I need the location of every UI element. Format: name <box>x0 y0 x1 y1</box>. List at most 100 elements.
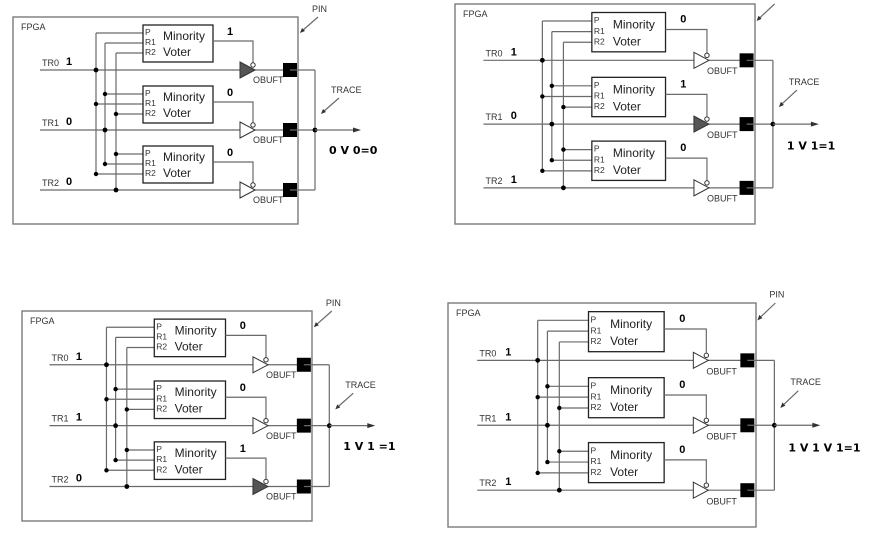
enable-bubble-icon <box>704 180 710 186</box>
port-r2: R2 <box>594 101 605 111</box>
enable-bubble-icon <box>250 122 256 128</box>
tr-name-1: TR1 <box>479 413 496 423</box>
voter-output-value-1: 1 <box>680 78 686 90</box>
junction-dot <box>124 447 130 453</box>
junction-dot <box>113 386 118 392</box>
voter-label-voter: Voter <box>163 106 191 120</box>
tr-name-1: TR1 <box>486 112 503 122</box>
pin-pad-0 <box>740 353 755 368</box>
junction-dot <box>545 384 550 389</box>
minority-voter-1 <box>591 76 667 118</box>
port-r1: R1 <box>590 325 601 335</box>
voter-label-voter: Voter <box>175 340 203 354</box>
tr-value-0: 1 <box>511 46 517 58</box>
voter-output-wire <box>665 157 708 182</box>
junction-dot <box>549 158 555 163</box>
tr-value-0: 1 <box>505 346 511 358</box>
obuft-icon <box>252 416 270 435</box>
enable-bubble-icon <box>250 182 256 188</box>
junction-dot <box>535 394 540 400</box>
port-r1: R1 <box>145 158 156 168</box>
obuft-label: OBUFT <box>253 195 284 205</box>
result-equation: 1 V 1 =1 <box>343 440 395 453</box>
obuft-label: OBUFT <box>706 431 737 441</box>
obuft-label: OBUFT <box>266 370 297 380</box>
voter-label-voter: Voter <box>175 401 203 415</box>
obuft-icon <box>692 351 710 370</box>
pin-arrow-icon <box>756 15 762 22</box>
pin-label: PIN <box>769 0 784 1</box>
junction-dot <box>535 470 540 476</box>
voter-label-minority: Minority <box>163 150 205 164</box>
port-p: P <box>145 88 151 98</box>
voter-label-minority: Minority <box>163 90 205 104</box>
tr-value-1: 1 <box>76 412 82 424</box>
obuft-label: OBUFT <box>707 194 738 204</box>
port-r1: R1 <box>594 91 605 101</box>
arrow-head-icon <box>367 423 376 429</box>
junction-dot <box>539 57 545 63</box>
obuft-icon <box>239 181 257 199</box>
junction-dot <box>561 147 566 152</box>
voter-output-wire <box>665 93 708 119</box>
junction-dot <box>540 94 545 99</box>
voter-label-voter: Voter <box>613 34 641 48</box>
voter-output-wire <box>213 161 254 184</box>
pin-arrow-icon <box>313 322 319 328</box>
voter-output-value-0: 0 <box>680 14 686 26</box>
junction-dot <box>102 161 108 167</box>
voter-output-wire <box>664 394 707 420</box>
obuft-label: OBUFT <box>706 366 737 376</box>
minority-voter-1 <box>142 85 214 124</box>
port-r2: R2 <box>145 168 156 178</box>
port-r2: R2 <box>594 165 605 175</box>
tr-value-0: 1 <box>66 56 72 68</box>
voter-label-minority: Minority <box>610 383 652 397</box>
voter-label-minority: Minority <box>613 17 655 31</box>
pin-label: PIN <box>326 298 341 308</box>
obuft-icon <box>239 121 257 139</box>
fpga-label: FPGA <box>456 308 481 318</box>
voter-output-value-2: 0 <box>227 147 233 159</box>
result-equation: 1 V 1 V 1=1 <box>788 441 860 454</box>
junction-dot <box>93 101 99 107</box>
tr-value-2: 1 <box>511 174 517 186</box>
trace-arrow-icon <box>778 101 784 108</box>
obuft-label: OBUFT <box>253 75 284 85</box>
obuft-active-icon <box>239 61 257 79</box>
junction-dot <box>104 468 109 473</box>
voter-output-wire <box>225 334 267 359</box>
voter-output-wire <box>225 457 267 481</box>
junction-dot <box>557 449 562 454</box>
trace-arrow-icon <box>335 404 341 410</box>
result-equation: 1 V 1=1 <box>787 140 835 153</box>
enable-bubble-icon <box>703 417 710 423</box>
voter-output-wire <box>664 328 707 355</box>
arrow-head-icon <box>812 422 821 428</box>
voter-label-voter: Voter <box>613 163 641 177</box>
port-r1: R1 <box>145 98 156 108</box>
obuft-active-icon <box>252 477 270 496</box>
obuft-label: OBUFT <box>266 492 297 502</box>
fpga-boundary <box>21 310 313 522</box>
port-r1: R1 <box>156 454 167 464</box>
tr-value-1: 0 <box>511 110 517 122</box>
obuft-active-icon <box>693 115 711 133</box>
trace-pointer <box>322 97 340 113</box>
pin-pointer <box>301 16 319 32</box>
junction-dot <box>113 111 119 117</box>
arrow-head-icon <box>353 127 361 133</box>
fpga-boundary <box>454 3 756 225</box>
junction-dot <box>104 362 109 368</box>
tr-name-0: TR0 <box>486 48 503 58</box>
pin-pointer <box>758 302 776 319</box>
junction-dot <box>102 127 108 133</box>
junction-dot <box>535 357 541 363</box>
port-r1: R1 <box>590 391 601 401</box>
trace-pointer <box>336 392 354 408</box>
junction-dot <box>102 91 108 97</box>
voter-label-voter: Voter <box>610 465 638 479</box>
obuft-icon <box>693 51 711 70</box>
fpga-boundary <box>447 302 757 528</box>
trace-label: TRACE <box>790 377 821 387</box>
